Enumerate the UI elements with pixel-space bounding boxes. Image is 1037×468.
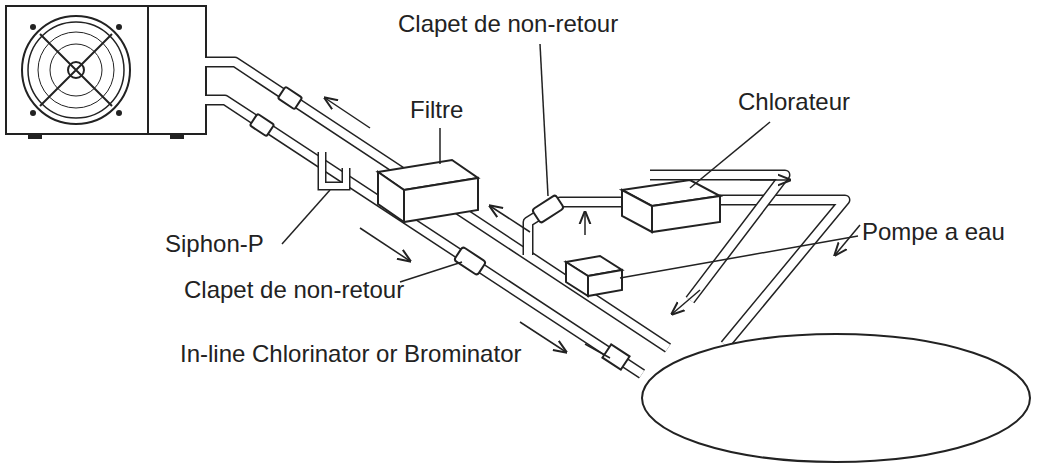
callout-label: Pompe a eau [862, 218, 1005, 246]
callout-label: Chlorateur [738, 88, 850, 116]
callout-label: Clapet de non-retour [184, 276, 404, 304]
flow-arrows [325, 98, 860, 352]
check-valve [454, 247, 486, 276]
heat-pump [6, 6, 206, 139]
p-trap [322, 152, 346, 186]
pipe-coupling [278, 87, 302, 110]
check-valve [532, 195, 564, 224]
pipe-coupling [250, 114, 274, 137]
filter-box [378, 160, 478, 222]
callout-label: In-line Chlorinator or Brominator [180, 340, 521, 368]
chlorinator-box [622, 180, 720, 232]
callout-label: Clapet de non-retour [398, 10, 618, 38]
callout-label: Siphon-P [165, 230, 264, 258]
leader-lines [282, 44, 858, 358]
callout-label: Filtre [410, 96, 463, 124]
inline-chlorinator [602, 344, 629, 369]
swimming-pool [642, 334, 1030, 462]
water-pump [566, 256, 622, 296]
